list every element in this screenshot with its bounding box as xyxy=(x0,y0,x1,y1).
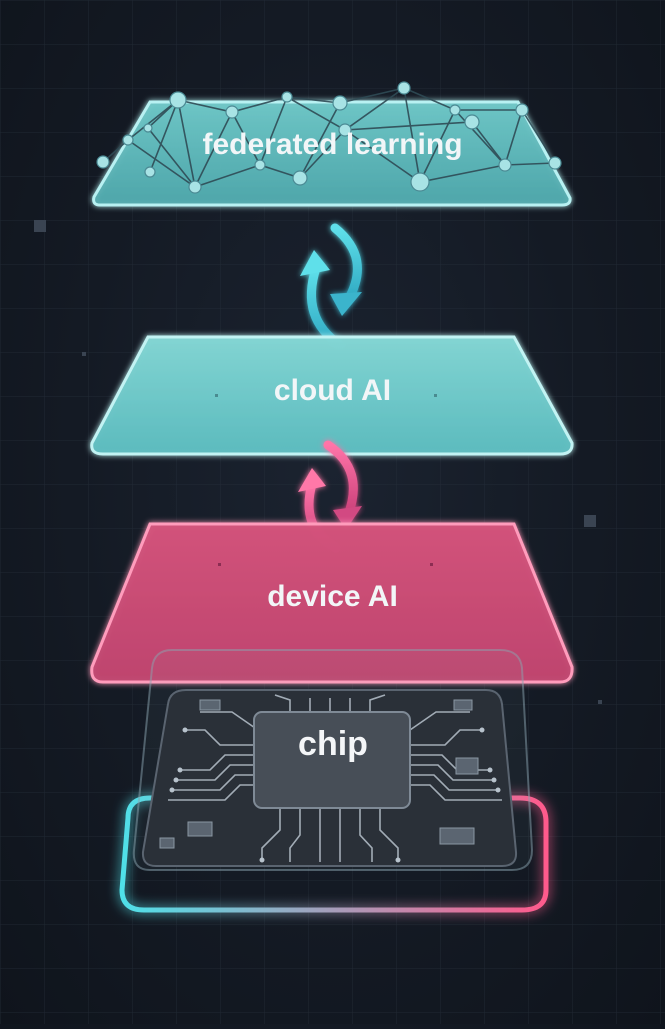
device-ai-label: device AI xyxy=(267,580,398,613)
circuit-pads xyxy=(169,727,501,863)
federated-learning-layer xyxy=(92,81,572,207)
circuit-components xyxy=(159,699,479,849)
network-node-icons xyxy=(96,81,562,194)
federated-learning-label: federated learning xyxy=(202,128,463,161)
chip-glow-base xyxy=(119,795,549,913)
chip-layer xyxy=(119,649,549,913)
chip-label: chip xyxy=(298,725,368,763)
background-specks xyxy=(34,220,602,704)
device-ai-layer xyxy=(90,522,574,684)
cloud-ai-label: cloud AI xyxy=(273,374,392,407)
cloud-ai-layer xyxy=(90,335,574,456)
chip-die xyxy=(253,711,411,809)
